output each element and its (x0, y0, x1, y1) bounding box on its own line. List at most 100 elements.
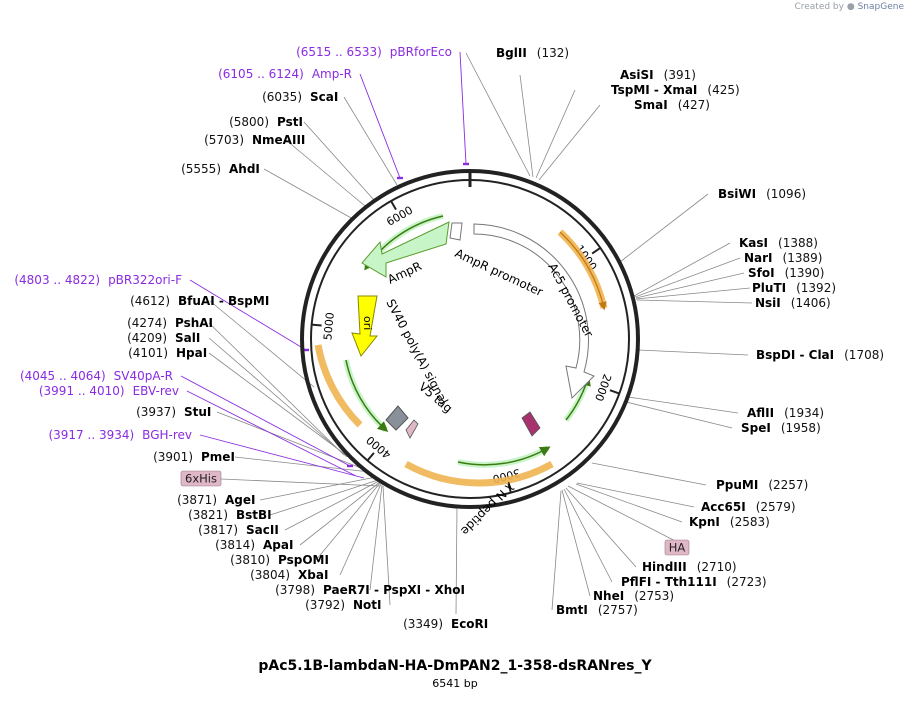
scale-tick (366, 452, 375, 462)
site-name[interactable]: NotI (353, 598, 382, 612)
site-position: (3901) (153, 450, 193, 464)
primer-name[interactable]: pBRforEco (390, 45, 452, 59)
site-leader-line (208, 322, 345, 456)
orange-band-5000 (314, 344, 363, 428)
v5-tag-block (405, 419, 419, 439)
site-position: (2579) (756, 500, 796, 514)
site-name[interactable]: SacII (246, 523, 279, 537)
site-position: (6035) (262, 90, 302, 104)
primer-name[interactable]: EBV-rev (133, 384, 179, 398)
site-position: (1390) (785, 266, 825, 280)
site-position: (132) (537, 46, 569, 60)
site-name[interactable]: PshAI (175, 316, 213, 330)
feature-label-ampr: AmpR (385, 259, 423, 287)
site-position: (5800) (229, 115, 269, 129)
site-leader-line (303, 121, 375, 201)
site-name[interactable]: PpuMI (716, 478, 758, 492)
primer-name[interactable]: pBR322ori-F (108, 273, 182, 287)
site-name[interactable]: NmeAIII (252, 133, 305, 147)
primer-range: (4045 .. 4064) (20, 369, 106, 383)
site-leader-line (208, 337, 348, 458)
tag-label[interactable]: HA (669, 541, 686, 555)
site-position: (4209) (127, 331, 167, 345)
green-arc-bottom (457, 445, 550, 468)
site-name[interactable]: PaeR7I - PspXI - XhoI (323, 583, 465, 597)
site-labels: BglII(132)AsiSI(391)TspMI - XmaI(425)Sma… (14, 45, 884, 631)
site-position: (3871) (177, 493, 217, 507)
site-name[interactable]: PstI (277, 115, 303, 129)
ac5-promoter-arrow (473, 223, 595, 400)
site-position: (3814) (215, 538, 255, 552)
plasmid-name: pAc5.1B-lambdaN-HA-DmPAN2_1-358-dsRANres… (258, 658, 652, 674)
site-name[interactable]: BfuAI - BspMI (178, 294, 269, 308)
primer-name[interactable]: Amp-R (312, 67, 352, 81)
site-name[interactable]: SfoI (748, 266, 775, 280)
site-name[interactable]: EcoRI (451, 617, 488, 631)
site-leader-line (636, 299, 753, 304)
primer-leader-line (180, 375, 351, 467)
site-name[interactable]: AhdI (229, 162, 260, 176)
feature-label-ampr-promoter: AmpR promoter (453, 246, 545, 299)
site-name[interactable]: BmtI (556, 603, 588, 617)
site-position: (5555) (181, 162, 221, 176)
tag-label[interactable]: 6xHis (185, 472, 217, 486)
site-name[interactable]: BsiWI (718, 187, 756, 201)
site-leader-line (259, 476, 377, 501)
site-leader-line (315, 482, 381, 561)
site-name[interactable]: SmaI (634, 98, 668, 112)
site-leader-line (455, 505, 458, 615)
site-name[interactable]: PflFI - Tth111I (621, 575, 717, 589)
site-name[interactable]: Acc65I (701, 500, 746, 514)
site-position: (3804) (250, 568, 290, 582)
site-leader-line (208, 352, 355, 462)
primer-leader-line (359, 73, 401, 179)
site-name[interactable]: SpeI (741, 421, 771, 435)
site-leader-line (339, 483, 382, 576)
primer-name[interactable]: SV40pA-R (114, 369, 173, 383)
primer-name[interactable]: BGH-rev (142, 428, 192, 442)
site-name[interactable]: AgeI (225, 493, 255, 507)
site-name[interactable]: PluTI (752, 281, 786, 295)
site-name[interactable]: StuI (184, 405, 211, 419)
site-name[interactable]: PspOMI (278, 553, 329, 567)
green-arc-left-line (345, 359, 389, 433)
primer-range: (3917 .. 3934) (48, 428, 134, 442)
site-name[interactable]: XbaI (298, 568, 328, 582)
site-position: (1388) (778, 236, 818, 250)
site-name[interactable]: BstBI (236, 508, 272, 522)
site-name[interactable]: HindIII (642, 560, 687, 574)
site-name[interactable]: NheI (593, 589, 624, 603)
site-name[interactable]: ApaI (263, 538, 293, 552)
site-name[interactable]: ScaI (310, 90, 338, 104)
site-position: (3349) (403, 617, 443, 631)
site-name[interactable]: TspMI - XmaI (611, 83, 697, 97)
plasmid-length: 6541 bp (432, 677, 478, 690)
site-leader-line (634, 257, 741, 298)
site-name[interactable]: KasI (739, 236, 768, 250)
site-position: (1096) (766, 187, 806, 201)
site-name[interactable]: SalI (175, 331, 200, 345)
site-name[interactable]: NarI (744, 251, 773, 265)
primer-leader-line (186, 390, 357, 477)
scale-tick-label: 2000 (592, 372, 614, 403)
leader-lines (180, 51, 753, 615)
site-leader-line (625, 401, 733, 429)
site-name[interactable]: KpnI (689, 515, 720, 529)
site-name[interactable]: BglII (496, 46, 527, 60)
site-leader-line (209, 300, 315, 388)
scale-tick (507, 482, 512, 493)
scale-tick (609, 389, 620, 395)
site-leader-line (285, 139, 366, 207)
credit-prefix: Created by (794, 2, 844, 12)
site-name[interactable]: AflII (747, 406, 774, 420)
site-leader-line (465, 52, 531, 177)
site-name[interactable]: PmeI (201, 450, 235, 464)
site-name[interactable]: AsiSI (620, 68, 654, 82)
site-leader-line (565, 487, 637, 568)
scale-tick-label: 4000 (364, 433, 394, 461)
site-name[interactable]: NsiI (755, 296, 781, 310)
site-name[interactable]: HpaI (176, 346, 207, 360)
ori-arrow (351, 295, 379, 357)
site-name[interactable]: BspDI - ClaI (756, 348, 834, 362)
